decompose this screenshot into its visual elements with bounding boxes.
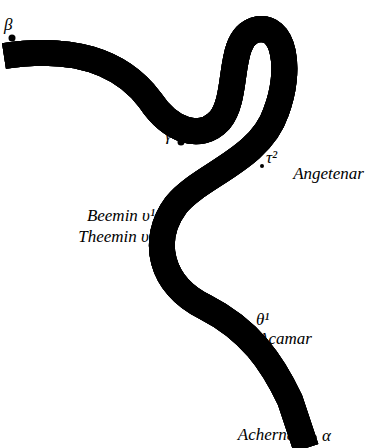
star-name: Theemin υ² [78, 228, 154, 247]
star-label: τ² [266, 149, 277, 168]
star-dots [9, 35, 317, 439]
star-name: Achernar [238, 426, 302, 445]
star-label: β [4, 16, 12, 35]
star-label: α [322, 427, 331, 446]
star-name: Angetenar [293, 165, 364, 184]
star-name: Acamar [258, 330, 312, 349]
star-name: Beemin υ¹ [87, 207, 155, 226]
star-label: θ¹ [256, 311, 269, 330]
star-label: γ [165, 126, 172, 145]
